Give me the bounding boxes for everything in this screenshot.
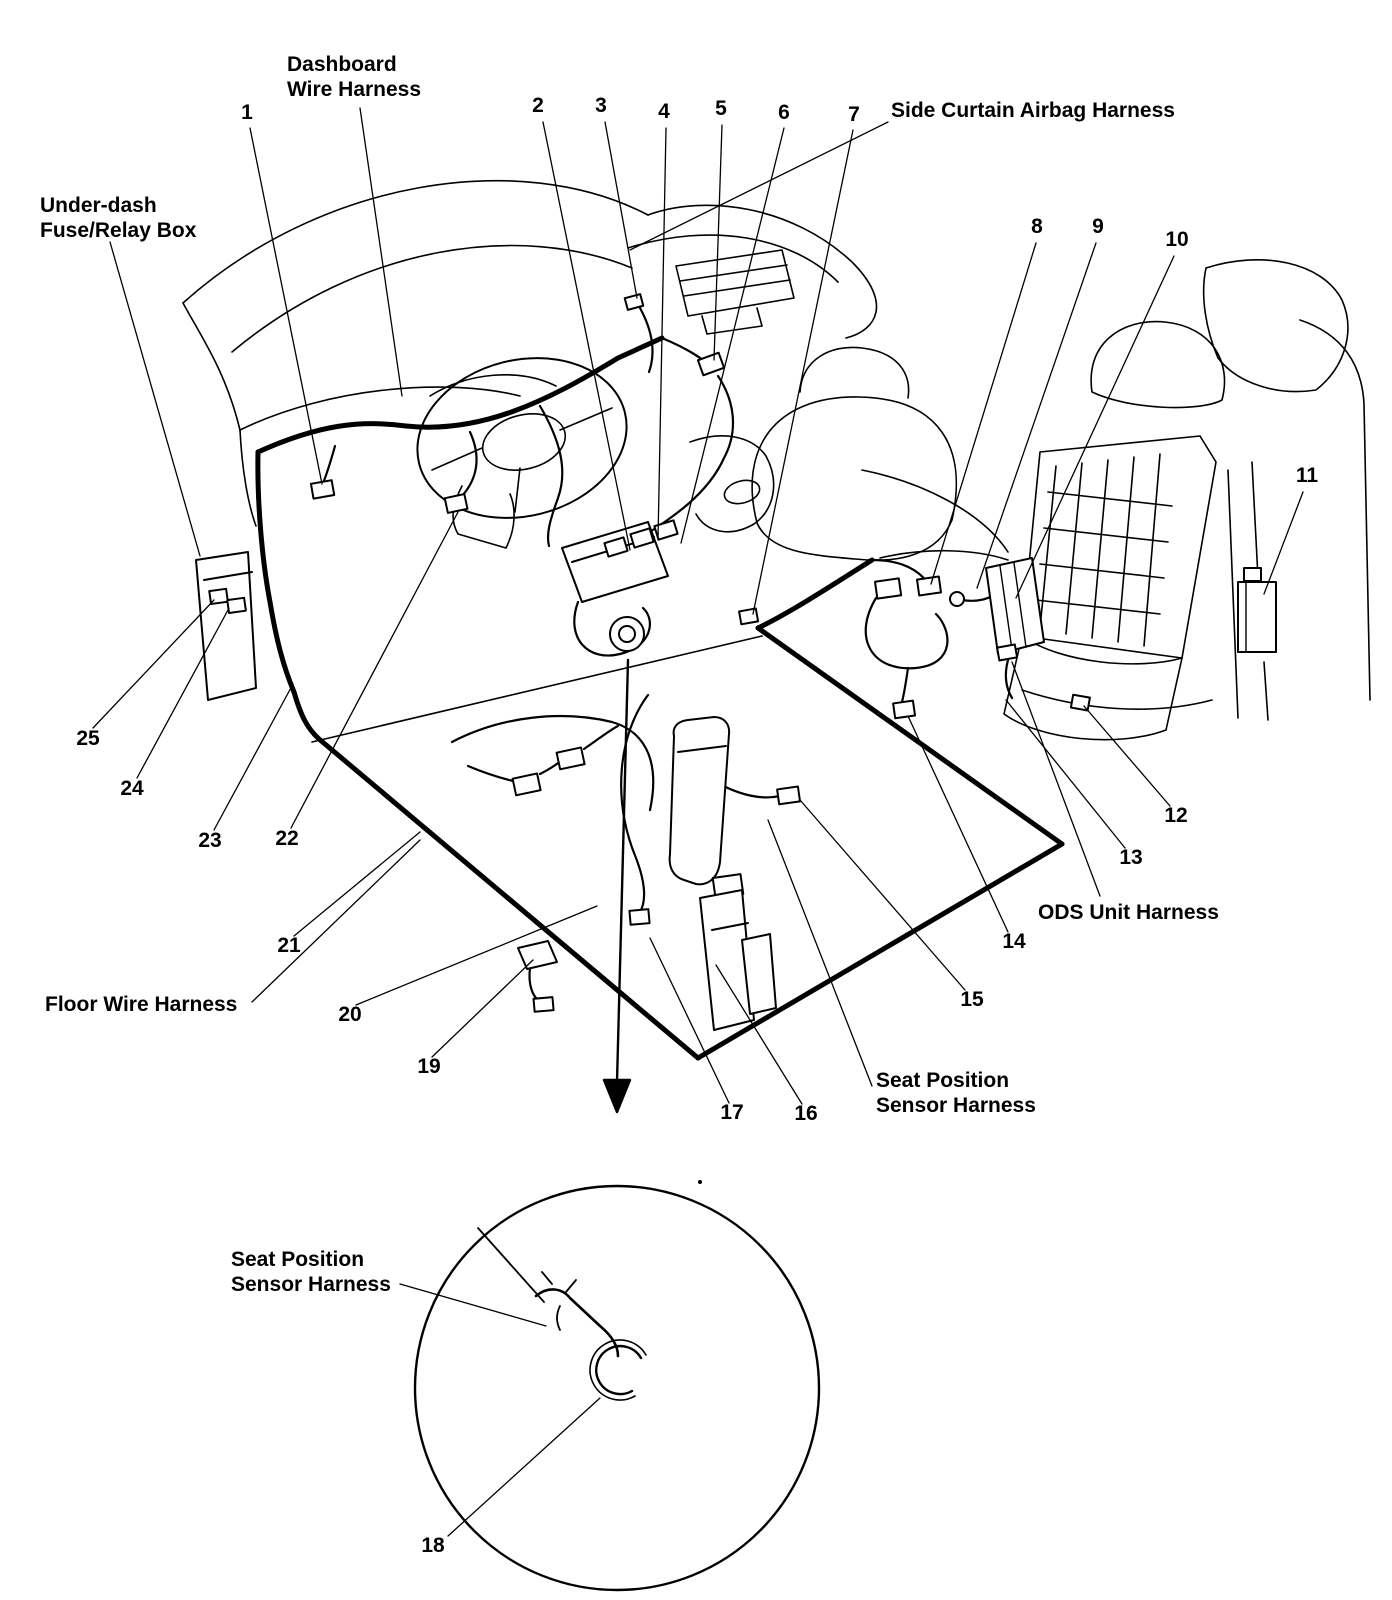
callout-24: 24 [120, 777, 144, 800]
callout-11: 11 [1295, 464, 1319, 487]
car-body-outline [182, 179, 1371, 743]
callout-16: 16 [794, 1102, 818, 1125]
label-under-dash-fuse-relay-box: Under-dash Fuse/Relay Box [40, 194, 197, 242]
callout-18: 18 [421, 1534, 445, 1557]
label-seat-position-sensor-harness-right: Seat Position Sensor Harness [876, 1069, 1036, 1117]
callout-13: 13 [1119, 846, 1143, 869]
label-dashboard-wire-harness: Dashboard Wire Harness [287, 53, 422, 101]
callout-20: 20 [338, 1003, 362, 1026]
callout-4: 4 [658, 100, 670, 123]
callout-19: 19 [417, 1055, 441, 1078]
callout-8: 8 [1031, 215, 1043, 238]
callout-2: 2 [532, 94, 544, 117]
leader-lines [92, 107, 1304, 1537]
components-and-connectors [195, 293, 1277, 1031]
callout-17: 17 [720, 1101, 744, 1124]
callout-1: 1 [241, 101, 253, 124]
callout-21: 21 [277, 934, 301, 957]
callout-9: 9 [1092, 215, 1104, 238]
callout-7: 7 [848, 103, 860, 126]
harness-main-runs [255, 335, 1065, 1061]
seat-position-sensor-detail [477, 1180, 702, 1401]
callout-23: 23 [198, 829, 222, 852]
callout-5: 5 [715, 97, 727, 120]
harness-branch-wires [320, 306, 1014, 1004]
callout-14: 14 [1002, 930, 1026, 953]
callout-12: 12 [1164, 804, 1188, 827]
label-floor-wire-harness: Floor Wire Harness [45, 993, 238, 1016]
label-ods-unit-harness: ODS Unit Harness [1038, 901, 1219, 924]
label-seat-position-sensor-harness-bottom: Seat Position Sensor Harness [231, 1248, 391, 1296]
callout-10: 10 [1165, 228, 1189, 251]
callout-6: 6 [778, 101, 790, 124]
callout-15: 15 [960, 988, 984, 1011]
callout-22: 22 [275, 827, 299, 850]
callout-25: 25 [76, 727, 100, 750]
magnifier-circle [413, 658, 821, 1592]
callout-3: 3 [595, 94, 607, 117]
label-side-curtain-airbag-harness: Side Curtain Airbag Harness [891, 99, 1175, 122]
